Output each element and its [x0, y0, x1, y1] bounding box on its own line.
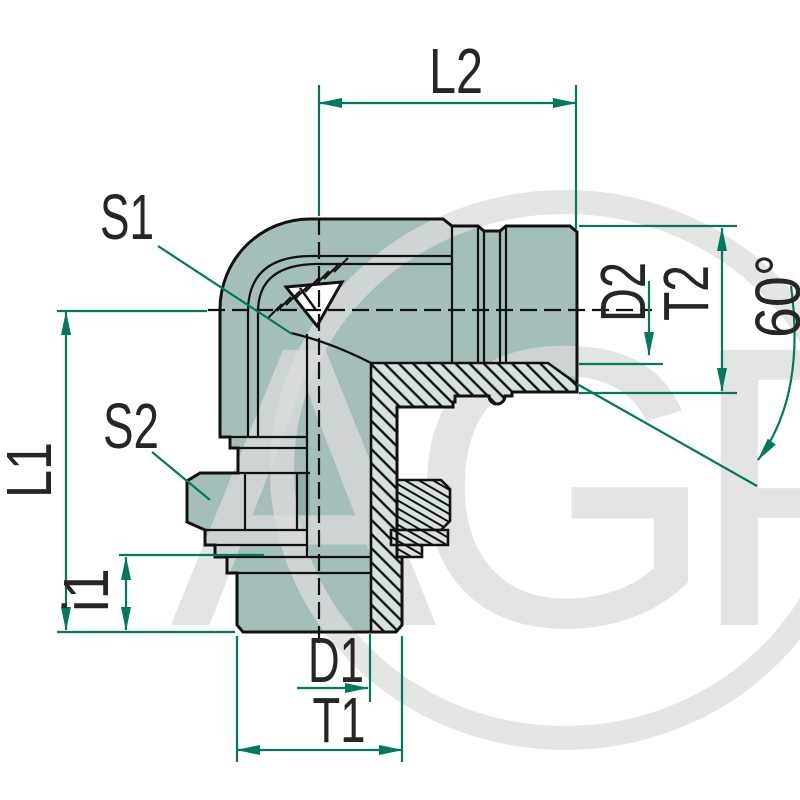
- washer-step-section: [395, 543, 424, 559]
- label-i1: i1: [50, 568, 122, 612]
- label-l2: L2: [429, 35, 483, 107]
- leader-s1: [157, 245, 293, 335]
- dimension-labels: L2 S1 S2 D1 T1 L1 i1 D2 T2 60°: [0, 35, 800, 756]
- dim-l1: [57, 309, 235, 634]
- watermark-ring: [270, 190, 800, 750]
- dim-l2: [317, 85, 578, 229]
- label-s1: S1: [100, 181, 154, 253]
- label-l1: L1: [0, 442, 65, 498]
- label-t2: T2: [650, 265, 722, 321]
- cut-sections: [369, 361, 579, 634]
- dim-t2: [579, 224, 737, 395]
- washer-section: [389, 528, 450, 547]
- dim-angle-60: [576, 285, 796, 487]
- centerlines: [208, 218, 652, 646]
- label-t1: T1: [313, 684, 366, 756]
- body-detail-lines: [200, 226, 508, 575]
- body-linework: [185, 217, 652, 646]
- dim-d2: [579, 281, 663, 366]
- label-s2: S2: [103, 390, 159, 462]
- label-d2: D2: [587, 262, 659, 322]
- locknut-section: [395, 478, 452, 532]
- dimensions: [57, 85, 796, 762]
- leader-s2: [151, 451, 211, 501]
- dim-d1: [297, 634, 372, 702]
- dim-t1: [235, 636, 404, 762]
- label-angle-60: 60°: [742, 254, 800, 338]
- body-outline: [185, 217, 579, 634]
- surface-finish-mark: [267, 257, 349, 329]
- label-d1: D1: [308, 624, 364, 696]
- dim-i1: [119, 553, 264, 631]
